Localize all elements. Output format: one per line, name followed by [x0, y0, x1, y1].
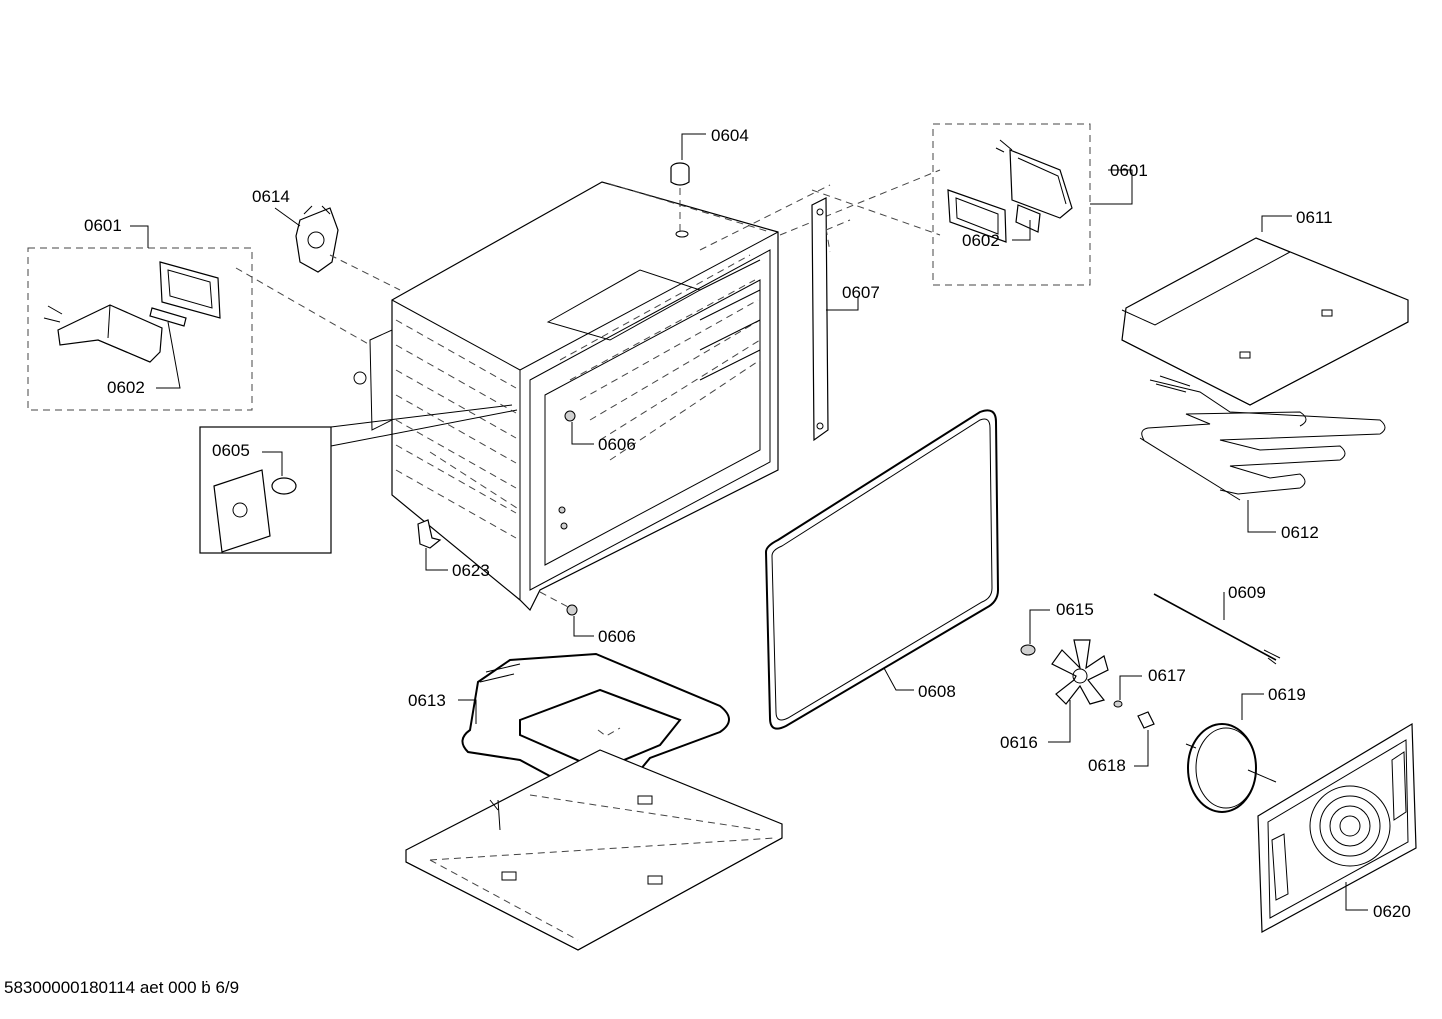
fan-bracket-0614 [274, 205, 401, 291]
fan-wheel-0616 [1048, 639, 1109, 743]
grill-element-0612 [1139, 375, 1386, 533]
label-0616: 0616 [1000, 733, 1038, 752]
label-0606-lower: 0606 [598, 627, 636, 646]
label-0611: 0611 [1296, 208, 1333, 227]
bottom-element-0613 [458, 652, 730, 804]
back-panel-0620 [1257, 722, 1417, 933]
screw-0606-lower [566, 604, 594, 637]
label-0608: 0608 [918, 682, 956, 701]
top-plate-0611 [1121, 215, 1409, 406]
lamp-assembly-left [27, 225, 371, 411]
oven-cavity [353, 169, 941, 612]
document-id-footer: 58300000180114 aet 000 ḃ 6/9 [4, 978, 240, 997]
label-0613: 0613 [408, 691, 446, 710]
label-0619: 0619 [1268, 685, 1306, 704]
label-0602-left: 0602 [107, 378, 145, 397]
side-rail-0607 [811, 197, 859, 442]
label-0606-upper: 0606 [598, 435, 636, 454]
label-0617: 0617 [1148, 666, 1186, 685]
door-seal-0608 [764, 409, 1000, 730]
sensor-0609 [1153, 592, 1281, 665]
screw-0606-upper [564, 410, 594, 445]
part-0604 [670, 133, 706, 238]
label-0612: 0612 [1281, 523, 1319, 542]
label-0623: 0623 [452, 561, 490, 580]
washer-0615 [1020, 609, 1050, 656]
clip-0623 [417, 519, 448, 571]
screws-middle [558, 506, 568, 530]
nut-0617 [1113, 675, 1142, 708]
label-0604: 0604 [711, 126, 749, 145]
callout-labels: 0601 0602 0614 0604 0601 0602 0611 0607 … [84, 126, 1411, 921]
label-0614: 0614 [252, 187, 290, 206]
label-0609: 0609 [1228, 583, 1266, 602]
ring-element-0619 [1185, 693, 1277, 813]
label-0607: 0607 [842, 283, 880, 302]
label-0618: 0618 [1088, 756, 1126, 775]
inset-0605 [199, 404, 518, 554]
label-0602-right: 0602 [962, 231, 1000, 250]
label-0605: 0605 [212, 441, 250, 460]
label-0601-left: 0601 [84, 216, 122, 235]
bottom-plate [405, 727, 783, 951]
label-0615: 0615 [1056, 600, 1094, 619]
label-0620: 0620 [1373, 902, 1411, 921]
label-0601-right: 0601 [1110, 161, 1148, 180]
lamp-assembly-right [932, 123, 1133, 286]
cap-0618 [1134, 711, 1155, 767]
